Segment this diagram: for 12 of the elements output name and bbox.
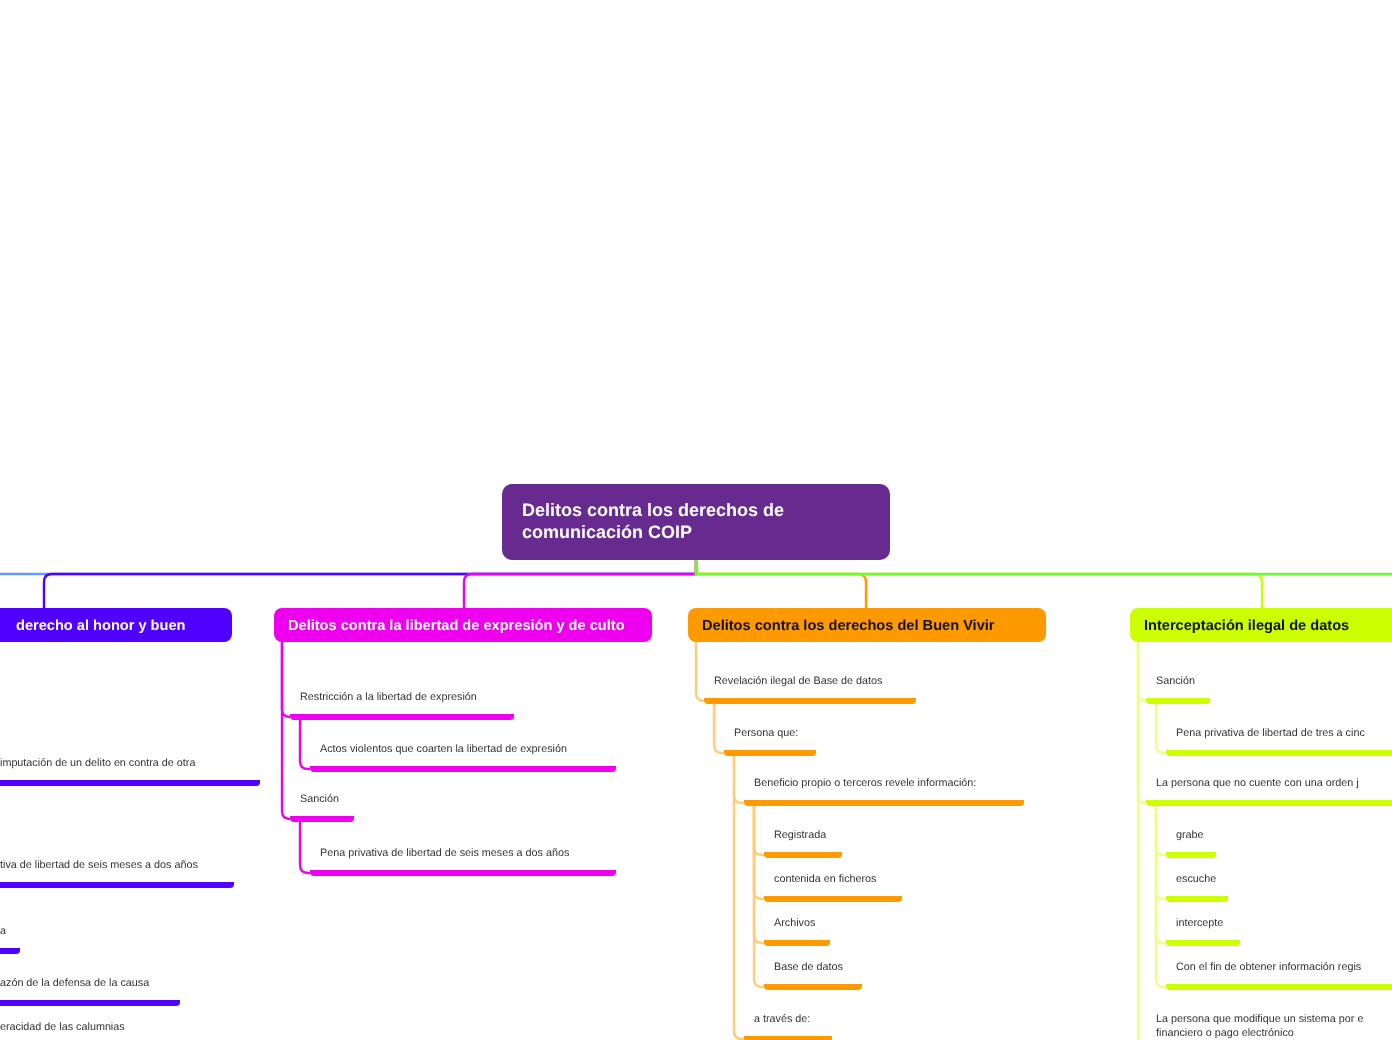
connector-line: [298, 717, 310, 771]
connector-line: [712, 701, 724, 755]
connector-line: [694, 560, 1392, 576]
connector-line: [752, 803, 764, 989]
central-topic-box: Delitos contra los derechos de comunicación COIP: [502, 484, 890, 560]
connector-line: [1136, 642, 1140, 1040]
connector-line: [1154, 701, 1166, 755]
connector-line: [694, 642, 706, 703]
connector-line: [1154, 803, 1166, 989]
connector-line: [280, 642, 292, 821]
connector-line: [298, 819, 310, 875]
connector-line: [732, 753, 744, 1040]
